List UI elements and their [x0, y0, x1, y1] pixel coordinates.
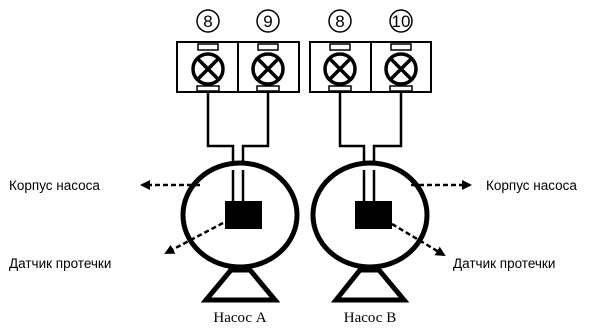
arrow-sensor-left: [164, 221, 224, 255]
label-sensor-right: Датчик протечки: [453, 256, 555, 271]
svg-text:8: 8: [335, 12, 344, 31]
screw-icon: [323, 52, 357, 86]
caption-pump-b: Насос B: [344, 310, 396, 326]
svg-text:9: 9: [263, 12, 272, 31]
pump-b-base: [330, 267, 410, 303]
screw-icon: [384, 52, 418, 86]
pump-b-sensor: [355, 201, 392, 229]
terminal-block-left: [176, 41, 300, 93]
terminal-number-10: 10: [389, 9, 413, 33]
caption-pump-a: Насос A: [213, 310, 266, 326]
screw-icon: [251, 52, 285, 86]
label-housing-right: Корпус насоса: [486, 178, 577, 193]
terminal-number-9: 9: [256, 9, 280, 33]
terminal-number-8-right: 8: [328, 9, 352, 33]
terminal-number-8-left: 8: [196, 9, 220, 33]
pump-a: [180, 160, 300, 303]
pump-b: [310, 160, 430, 303]
screw-icon: [191, 52, 225, 86]
arrow-sensor-right: [391, 222, 446, 257]
svg-text:8: 8: [203, 12, 212, 31]
pump-a-sensor: [225, 201, 262, 229]
svg-text:10: 10: [392, 12, 411, 31]
pump-a-base: [200, 267, 281, 303]
terminal-block-right: [309, 41, 432, 93]
label-sensor-left: Датчик протечки: [9, 256, 111, 271]
label-housing-left: Корпус насоса: [9, 178, 100, 193]
